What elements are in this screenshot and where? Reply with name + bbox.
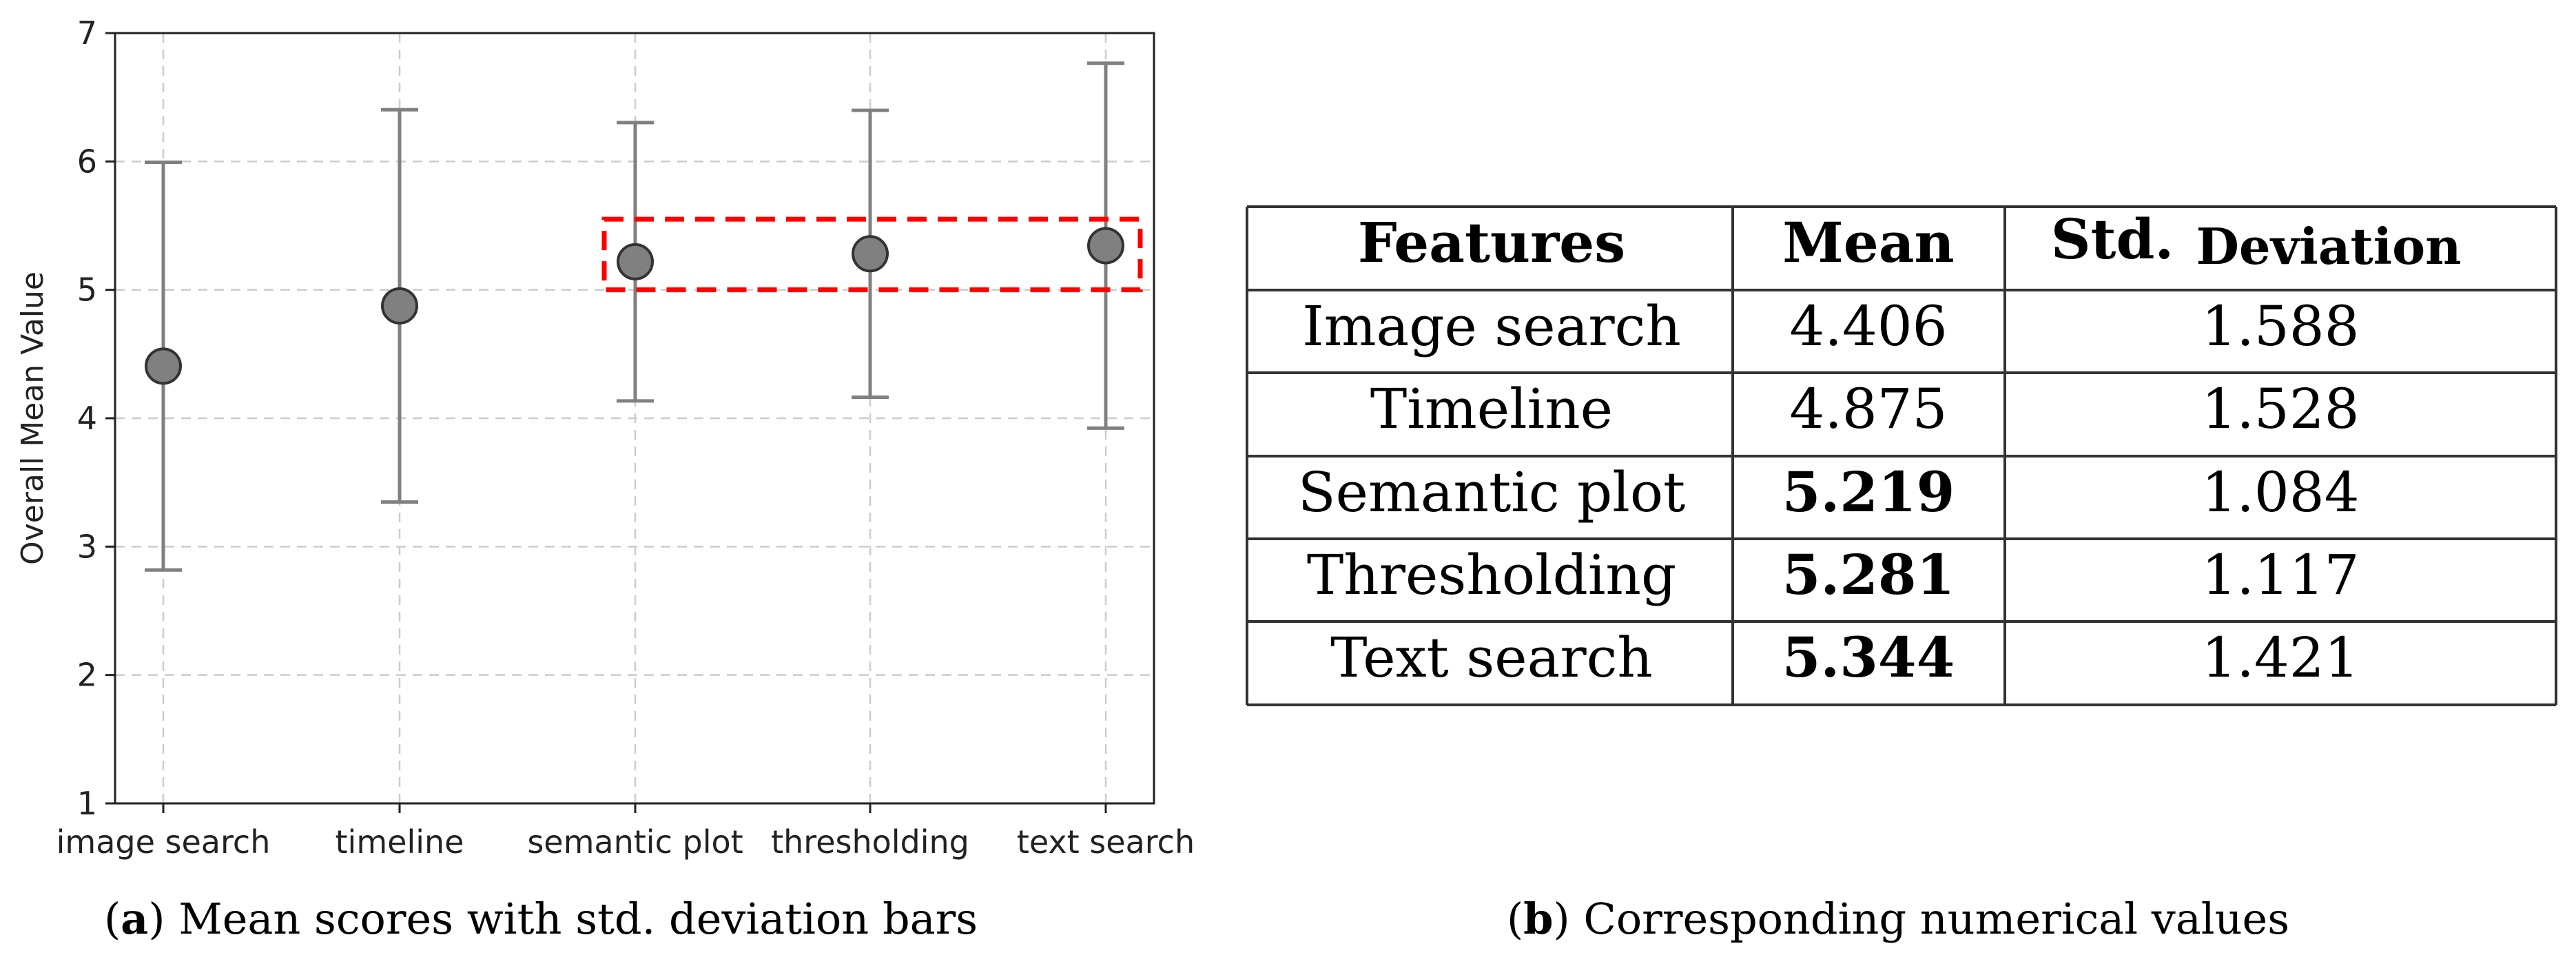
y-tick-label: 1	[77, 785, 97, 822]
x-tick-label: thresholding	[771, 823, 969, 861]
mean-points	[145, 227, 1124, 385]
table-cell-mean: 5.344	[1782, 625, 1955, 690]
caption-left-text: Mean scores with std. deviation bars	[165, 894, 978, 944]
y-tick-label: 7	[77, 14, 97, 52]
y-tick-label: 6	[77, 143, 97, 180]
table-cell-std: 1.117	[2201, 543, 2359, 607]
table-cell-mean: 5.281	[1782, 542, 1955, 607]
table-cell-std: 1.588	[2201, 294, 2359, 358]
y-tick-label: 2	[77, 657, 97, 694]
table-cell-feature: Image search	[1302, 294, 1681, 358]
values-table: Features Mean Std. Deviation Image searc…	[1246, 205, 2557, 706]
table-cell-feature: Text search	[1330, 626, 1653, 690]
x-axis-ticks: image search timeline semantic plot thresho…	[56, 803, 1195, 861]
table-cell-mean: 5.219	[1782, 460, 1955, 524]
table-cell-std: 1.084	[2201, 460, 2359, 524]
caption-left: (a) Mean scores with std. deviation bars	[104, 894, 978, 944]
error-bar-chart: 1 2 3 4 5 6 7 image search timeline semantic plo…	[15, 14, 1195, 861]
x-tick-label: semantic plot	[527, 823, 743, 861]
table-cell-feature: Semantic plot	[1298, 460, 1685, 524]
caption-right-text: Corresponding numerical values	[1570, 894, 2289, 944]
plot-frame	[114, 32, 1155, 805]
mean-point	[145, 347, 182, 385]
error-bars	[145, 61, 1124, 572]
y-axis-label: Overall Mean Value	[15, 271, 50, 565]
x-tick-label: text search	[1017, 823, 1195, 861]
x-tick-label: timeline	[336, 823, 464, 861]
table-cell-std: 1.528	[2201, 377, 2359, 441]
caption-left-letter: a	[121, 894, 148, 944]
table-header-mean: Mean	[1782, 210, 1954, 275]
y-tick-label: 4	[77, 400, 97, 437]
y-tick-label: 5	[77, 271, 97, 309]
table-cell-feature: Thresholding	[1307, 543, 1676, 607]
mean-point	[852, 235, 889, 273]
table-cell-feature: Timeline	[1370, 377, 1613, 441]
table-header-features: Features	[1358, 210, 1625, 275]
mean-point	[1087, 227, 1124, 265]
table-cell-mean: 4.406	[1789, 294, 1947, 358]
mean-point	[617, 243, 654, 280]
table-header-deviation: Deviation	[2196, 217, 2461, 276]
x-tick-label: image search	[56, 823, 271, 861]
table-grid	[1246, 205, 2557, 706]
caption-right: (b) Corresponding numerical values	[1507, 894, 2289, 944]
table-cell-std: 1.421	[2201, 626, 2359, 690]
table-header-std: Std.	[2051, 207, 2174, 271]
mean-point	[381, 287, 418, 325]
y-axis-ticks: 1 2 3 4 5 6 7	[77, 14, 115, 822]
table-cell-mean: 4.875	[1789, 377, 1947, 441]
y-tick-label: 3	[77, 528, 97, 565]
caption-right-letter: b	[1523, 894, 1553, 944]
